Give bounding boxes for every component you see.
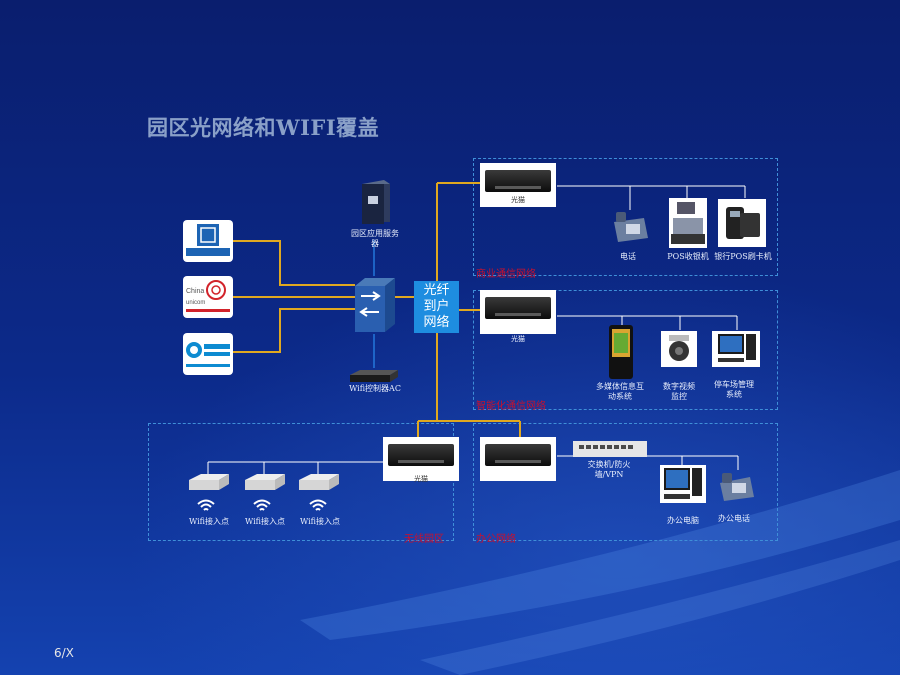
parking-system-label: 停车场管理系统	[714, 380, 754, 399]
camera-label: 数字视频监控	[663, 382, 695, 401]
slide-title: 园区光网络和WIFI覆盖	[147, 115, 380, 140]
office-switch-label: 交换机/防火墙/VPN	[587, 460, 631, 479]
svg-text:unicom: unicom	[186, 300, 205, 306]
china-telecom-logo	[183, 220, 233, 262]
access-point-1-icon	[187, 472, 231, 502]
smart-router-label: 光猫	[511, 335, 525, 343]
page-number: 6/X	[54, 646, 74, 660]
kiosk-label: 多媒体信息互动系统	[596, 382, 644, 401]
telephone-label: 电话	[620, 252, 636, 261]
wireless-router-label: 光猫	[414, 475, 428, 483]
business-network-box	[473, 158, 778, 276]
office-phone-icon	[716, 469, 756, 507]
parking-pc-icon	[712, 331, 760, 371]
smart-network-box	[473, 290, 778, 410]
fiber-label-line-2: 到户	[423, 299, 450, 314]
wifi-controller-icon	[348, 368, 400, 387]
access-point-3-icon	[297, 472, 341, 502]
office-phone-label: 办公电话	[718, 514, 750, 523]
access-point-2-icon	[243, 472, 287, 502]
office-network-title: 办公网络	[476, 534, 516, 545]
smart-network-title: 智能化通信网络	[476, 401, 546, 412]
pos-register-label: POS收银机	[667, 252, 709, 261]
telephone-icon	[610, 208, 650, 248]
office-switch-icon	[573, 441, 647, 461]
access-point-2-label: Wifi接入点	[245, 517, 285, 526]
office-pc-icon	[660, 465, 706, 507]
camera-icon	[661, 331, 697, 371]
wifi-signal-2-icon	[252, 498, 272, 517]
server-icon	[358, 178, 392, 230]
office-pc-label: 办公电脑	[667, 516, 699, 525]
business-router-label: 光猫	[511, 196, 525, 204]
wireless-campus-box	[148, 423, 454, 541]
pos-register-icon	[669, 198, 707, 252]
svg-text:China: China	[186, 288, 204, 295]
fiber-to-home-box: 光纤 到户 网络	[414, 281, 459, 333]
office-network-box	[473, 423, 778, 541]
wireless-router-icon: 光猫	[383, 437, 459, 483]
smart-router-icon: 光猫	[480, 290, 556, 343]
access-point-3-label: Wifi接入点	[300, 517, 340, 526]
server-label: 园区应用服务器	[351, 229, 399, 248]
china-mobile-logo	[183, 333, 233, 375]
card-reader-label: 银行POS刷卡机	[714, 252, 772, 261]
wireless-campus-title: 无线园区	[404, 534, 444, 545]
wifi-controller-label: Wifi控制器AC	[349, 384, 401, 393]
core-switch-icon	[353, 276, 397, 338]
office-router-icon	[480, 437, 556, 481]
business-network-title: 商业通信网络	[476, 269, 536, 280]
kiosk-icon	[607, 325, 635, 385]
china-unicom-logo: China unicom	[183, 276, 233, 318]
wifi-signal-3-icon	[308, 498, 328, 517]
card-reader-icon	[718, 199, 766, 251]
wifi-signal-1-icon	[196, 498, 216, 517]
business-router-icon: 光猫	[480, 163, 556, 207]
fiber-label-line-3: 网络	[423, 315, 450, 330]
access-point-1-label: Wifi接入点	[189, 517, 229, 526]
fiber-label-line-1: 光纤	[423, 283, 450, 298]
